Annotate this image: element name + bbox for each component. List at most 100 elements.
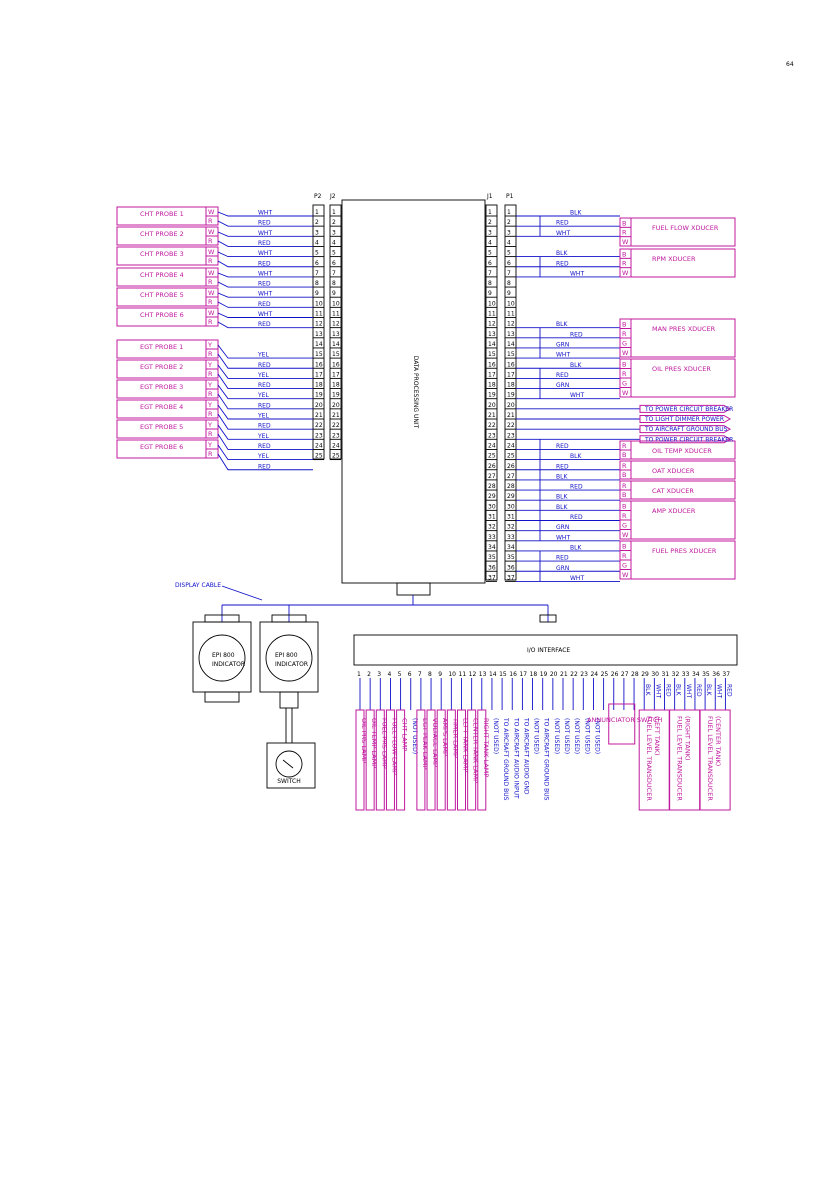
io-pin-number: 5 <box>398 671 402 678</box>
io-bottom-label: (NOT USED) <box>553 718 560 754</box>
fuel-wire-label: RED <box>695 684 702 697</box>
probe-pin-letter: Y <box>207 381 212 389</box>
transducer-box <box>630 500 736 540</box>
io-lamp-box <box>416 709 426 811</box>
fuel-wire-label: WHT <box>715 684 722 698</box>
p1-pin-number: 23 <box>507 432 515 439</box>
fuel-wire-label: BLK <box>675 684 682 696</box>
io-interface-label: I/O INTERFACE <box>527 647 570 654</box>
io-bottom-label: TO AIRCRAFT GROUND BUS <box>543 717 550 801</box>
probe-pin-letter: W <box>208 228 215 236</box>
probe-wire <box>217 344 313 359</box>
p2-pin-number: 14 <box>315 341 323 348</box>
power-arrow <box>639 415 731 423</box>
probe-name: EGT PROBE 5 <box>140 423 183 431</box>
j1-pin-number: 5 <box>488 250 492 257</box>
p2-pin-number: 20 <box>315 402 323 409</box>
p1-pin-number: 2 <box>507 219 511 226</box>
p1-pin-number: 7 <box>507 270 511 277</box>
indicator-2-sub: INDICATOR <box>275 661 308 668</box>
probe-wire <box>217 384 313 400</box>
wire-color-label: RED <box>570 331 583 338</box>
transducer-box <box>630 540 736 580</box>
fuel-level-box <box>699 709 731 811</box>
p1-pin-number: 11 <box>507 311 515 318</box>
io-lamp-box <box>396 709 406 811</box>
p1-pin-number: 8 <box>507 280 511 287</box>
transducer-box <box>630 440 736 460</box>
j1-label: J1 <box>486 193 493 200</box>
j1-pin-number: 29 <box>488 493 496 500</box>
transducer-pin-letter: G <box>622 380 627 388</box>
transducer-box <box>630 358 736 398</box>
io-pin-number: 24 <box>590 671 598 678</box>
p2-pin-number: 16 <box>315 361 323 368</box>
io-lamp-box <box>426 709 436 811</box>
probe-name: EGT PROBE 6 <box>140 443 183 451</box>
io-pin-number: 12 <box>469 671 477 678</box>
wire-color-label: BLK <box>556 321 568 328</box>
transducer-box <box>630 460 736 480</box>
p2-pin-number: 12 <box>315 321 323 328</box>
probe-pin <box>205 348 219 359</box>
probe-wire <box>217 211 313 217</box>
probe-name: EGT PROBE 4 <box>140 403 183 411</box>
transducer-pin-letter: R <box>622 512 627 520</box>
io-bottom-label: TO AIRCRAFT GROUND BUS <box>502 717 509 801</box>
probe-pin-letter: R <box>208 430 213 438</box>
probe-name: EGT PROBE 2 <box>140 363 183 371</box>
transducer-pin-letter: G <box>622 522 627 530</box>
wire-color-label: RED <box>258 402 271 409</box>
j2-label: J2 <box>329 193 336 200</box>
transducer-box <box>630 318 736 358</box>
io-pin-number: 10 <box>448 671 456 678</box>
transducer-pin-letter: B <box>622 250 626 258</box>
io-bottom-label: FUEL PRS LAMP <box>380 718 388 769</box>
fuel-wire-label: RED <box>665 684 672 697</box>
probe-pin-letter: Y <box>207 401 212 409</box>
io-pin-number: 1 <box>357 671 361 678</box>
io-bottom-label: VOLTAGE LAMP <box>431 718 439 767</box>
j1-pin-number: 12 <box>488 321 496 328</box>
j1-pin-number: 33 <box>488 534 496 541</box>
probe-pin-letter: Y <box>207 441 212 449</box>
transducer-name: AMP XDUCER <box>652 507 696 515</box>
switch[interactable]: SWITCH <box>266 742 316 789</box>
probe-pin <box>205 368 219 379</box>
wire-color-label: WHT <box>570 270 584 277</box>
probe-pin <box>205 255 219 266</box>
wire-color-label: RED <box>258 382 271 389</box>
fuel-wire-label: BLK <box>644 684 651 696</box>
probe-pin-letter: R <box>208 390 213 398</box>
io-lamp-box <box>457 709 466 811</box>
wire-color-label: BLK <box>556 504 568 511</box>
io-bottom-label: (NOT USED) <box>593 718 600 754</box>
p1-pin-number: 17 <box>507 371 515 378</box>
p2-pin-number: 11 <box>315 311 323 318</box>
p2-label: P2 <box>314 193 322 200</box>
wire-color-label: RED <box>556 260 569 267</box>
j1-pin-number: 24 <box>488 442 496 449</box>
probe-wire <box>217 444 313 461</box>
io-pin-number: 29 <box>641 671 649 678</box>
io-bottom-label: TO AIRCRAFT AUDIO INPUT <box>512 717 519 799</box>
io-bottom-label: FUEL FLOW LAMP <box>390 718 398 775</box>
fuel-level-tank: (LEFT TANK) <box>653 716 661 756</box>
probe-wire <box>217 424 313 440</box>
p1-pin-number: 18 <box>507 382 515 389</box>
probe-name: EGT PROBE 1 <box>140 343 183 351</box>
io-bottom-label: OIL TEMP LAMP <box>370 718 378 768</box>
wire-color-label: GRN <box>556 524 569 531</box>
p1-pin-number: 3 <box>507 229 511 236</box>
probe-pin <box>205 316 219 327</box>
j1-pin-number: 18 <box>488 382 496 389</box>
p2-pin-number: 21 <box>315 412 323 419</box>
io-pin-number: 25 <box>601 671 609 678</box>
